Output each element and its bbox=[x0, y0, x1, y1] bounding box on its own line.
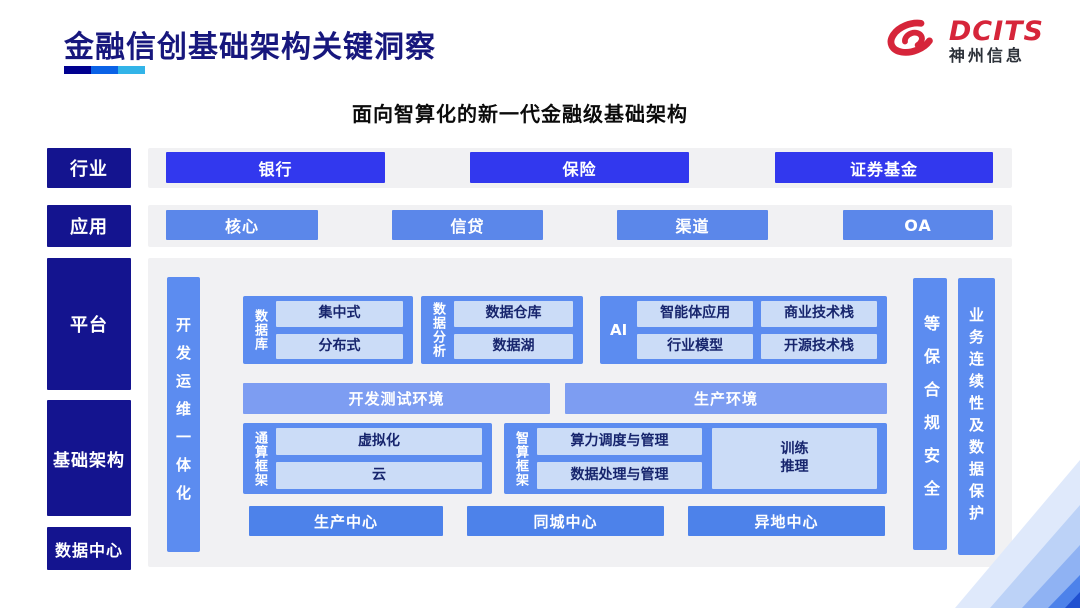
analytics-item-lake: 数据湖 bbox=[454, 333, 573, 359]
underline-segment-blue bbox=[91, 66, 118, 74]
app-box-credit: 信贷 bbox=[392, 210, 543, 240]
ai-item-commercial-stack: 商业技术栈 bbox=[761, 301, 877, 327]
analytics-item-warehouse: 数据仓库 bbox=[454, 301, 573, 327]
general-compute-group-label: 通算框架 bbox=[252, 430, 267, 487]
devops-vertical-bar: 开发运维一体化 bbox=[167, 277, 200, 552]
page-title: 金融信创基础架构关键洞察 bbox=[64, 30, 436, 65]
business-continuity-bar: 业务连续性及数据保护 bbox=[958, 278, 995, 555]
ai-compute-item-scheduling: 算力调度与管理 bbox=[537, 428, 702, 455]
security-compliance-bar: 等保合规安全 bbox=[913, 278, 947, 550]
industry-box-securities: 证券基金 bbox=[775, 152, 993, 183]
company-logo: DCITS 神州信息 bbox=[883, 16, 1044, 66]
layer-label-infrastructure: 基础架构 bbox=[47, 400, 131, 516]
underline-segment-navy bbox=[64, 66, 91, 74]
layer-label-datacenter: 数据中心 bbox=[47, 527, 131, 570]
app-box-core: 核心 bbox=[166, 210, 318, 240]
app-box-channel: 渠道 bbox=[617, 210, 768, 240]
title-underline bbox=[64, 66, 145, 74]
diagram-subtitle: 面向智算化的新一代金融级基础架构 bbox=[352, 102, 688, 126]
industry-box-insurance: 保险 bbox=[470, 152, 689, 183]
center-box-samecity: 同城中心 bbox=[467, 506, 664, 536]
dcits-swirl-icon bbox=[887, 19, 933, 56]
app-box-oa: OA bbox=[843, 210, 993, 240]
ai-compute-group-label: 智算框架 bbox=[513, 430, 528, 487]
general-compute-item-virtualization: 虚拟化 bbox=[276, 428, 482, 455]
analytics-group-label: 数据分析 bbox=[430, 302, 445, 358]
database-item-distributed: 分布式 bbox=[276, 333, 403, 359]
underline-segment-cyan bbox=[118, 66, 145, 74]
logo-brand-text: DCITS bbox=[948, 16, 1044, 48]
corner-decoration-stripes bbox=[955, 460, 1080, 608]
ai-item-opensource-stack: 开源技术栈 bbox=[761, 333, 877, 359]
env-box-production: 生产环境 bbox=[565, 383, 887, 414]
ai-compute-group: 智算框架 算力调度与管理 数据处理与管理 训练 推理 bbox=[504, 423, 887, 494]
logo-company-text: 神州信息 bbox=[948, 46, 1025, 66]
general-compute-item-cloud: 云 bbox=[276, 462, 482, 489]
general-compute-group: 通算框架 虚拟化 云 bbox=[243, 423, 492, 494]
ai-group: AI 智能体应用 商业技术栈 行业模型 开源技术栈 bbox=[600, 296, 887, 364]
ai-item-industry-models: 行业模型 bbox=[637, 333, 754, 359]
database-item-centralized: 集中式 bbox=[276, 301, 403, 327]
industry-box-bank: 银行 bbox=[166, 152, 385, 183]
center-box-remote: 异地中心 bbox=[688, 506, 885, 536]
ai-group-label: AI bbox=[610, 321, 628, 339]
center-box-production: 生产中心 bbox=[249, 506, 443, 536]
env-box-devtest: 开发测试环境 bbox=[243, 383, 550, 414]
layer-label-application: 应用 bbox=[47, 205, 131, 247]
analytics-group: 数据分析 数据仓库 数据湖 bbox=[421, 296, 583, 364]
ai-compute-item-training-inference: 训练 推理 bbox=[712, 428, 877, 489]
database-group: 数据库 集中式 分布式 bbox=[243, 296, 413, 364]
ai-item-agent-apps: 智能体应用 bbox=[637, 301, 754, 327]
database-group-label: 数据库 bbox=[252, 309, 267, 351]
layer-label-industry: 行业 bbox=[47, 148, 131, 188]
layer-label-platform: 平台 bbox=[47, 258, 131, 390]
ai-compute-item-data-mgmt: 数据处理与管理 bbox=[537, 462, 702, 489]
